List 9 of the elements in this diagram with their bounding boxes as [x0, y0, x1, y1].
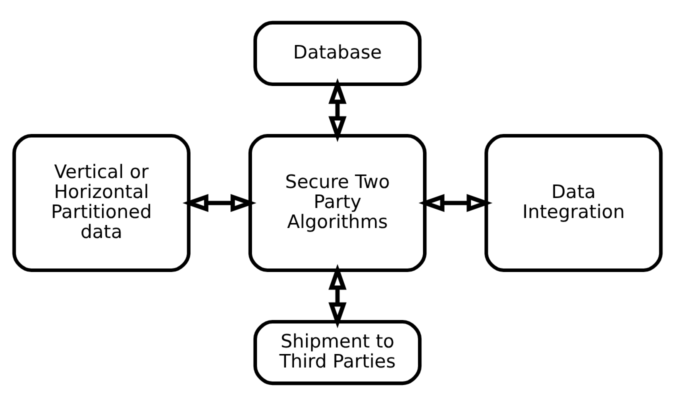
arrow — [328, 263, 347, 328]
arrow — [418, 193, 492, 212]
node-box: Vertical or Horizontal Partitioned data — [12, 133, 190, 272]
node-box: Database — [253, 20, 422, 86]
node-box: Data Integration — [484, 133, 663, 272]
arrow — [182, 193, 256, 212]
node-box: Secure Two Party Algorithms — [248, 133, 427, 272]
arrow — [328, 78, 347, 142]
node-box: Shipment to Third Parties — [253, 319, 422, 385]
